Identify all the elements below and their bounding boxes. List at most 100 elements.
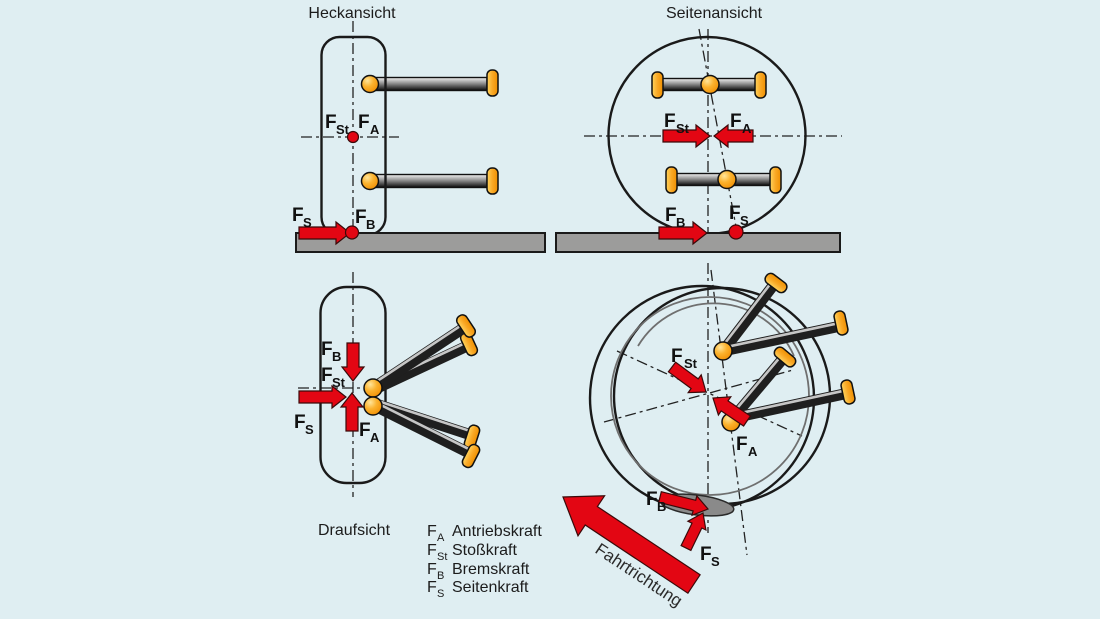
force-arrow-fb-persp [657,490,710,517]
side-lower-ball-joint [717,169,737,190]
force-arrow-fa-persp [712,396,752,427]
force-label-fa-persp: F [736,434,748,455]
force-label-fa-persp-sub: A [748,444,758,459]
force-label-fa-top: F [359,420,371,441]
force-label-fst-side-sub: St [676,121,690,136]
legend-row-antriebskraft: F A Antriebskraft [427,523,542,544]
top-view: F B F St F S F A [294,272,481,497]
force-label-fb-rear-sub: B [366,217,375,232]
side-view: Seitenansicht F St F A F B F S [555,5,842,253]
force-label-fs-persp: F [700,544,712,565]
legend-row-stosskraft: F St Stoßkraft [427,542,517,563]
force-arrow-fs-persp [680,512,707,552]
force-label-fa-rear-sub: A [370,122,380,137]
force-label-fst-side: F [664,111,676,132]
rear-lower-arm-cap [486,167,499,195]
legend-force-symbol: F [427,542,437,559]
force-arrow-fa-top [339,392,365,432]
top-lower-arm-2 [370,400,470,457]
force-label-fb-top: F [321,339,333,360]
force-arrow-fs-rear [298,220,351,246]
legend-force-name: Bremskraft [452,561,530,578]
persp-arm-1-cap [764,272,788,294]
side-upper-arm-cap-left [651,71,664,99]
rear-contact-dot [344,225,360,240]
force-label-fb-top-sub: B [332,349,341,364]
force-label-fst-persp: F [671,346,683,367]
force-label-fa-top-sub: A [370,430,380,445]
legend-force-sub: S [437,588,444,600]
persp-arm-2 [721,321,838,357]
side-upper-arm-cap-right [754,71,767,99]
rear-upper-control-arm [369,76,488,92]
persp-kingpin-axis [710,269,748,556]
top-upper-arm-1 [369,324,466,393]
rear-view: Heckansicht F St F A F S F B [292,5,546,253]
top-upper-arm-1-highlight [370,325,461,387]
rear-ground [295,232,546,253]
force-label-fs-side: F [729,203,741,224]
force-label-fa-side: F [730,111,742,132]
rear-view-title: Heckansicht [308,5,396,22]
side-upper-ball-joint [700,74,720,95]
rear-lower-ball-joint [360,171,380,191]
rear-lower-control-arm [369,173,488,189]
top-lower-arm-2-cap [461,443,481,469]
force-label-fst-top-sub: St [332,375,346,390]
top-upper-arm-1-cap [455,314,477,338]
force-label-fa-rear: F [358,112,370,133]
force-label-fs-rear-sub: S [303,215,312,230]
rear-upper-arm-cap [486,69,499,97]
legend: Draufsicht F A Antriebskraft F St Stoßkr… [318,522,542,600]
force-label-fa-side-sub: A [742,121,752,136]
legend-force-sub: St [437,551,447,563]
side-lower-arm-cap-left [665,166,678,194]
legend-force-name: Antriebskraft [452,523,542,540]
force-arrow-fst-side [662,123,711,149]
force-label-fs-top-sub: S [305,422,314,437]
top-view-title: Draufsicht [318,522,391,539]
top-lower-arm-1-highlight [373,398,470,432]
force-label-fs-side-sub: S [740,213,749,228]
persp-arm-2-highlight [722,322,836,350]
force-arrow-fb-side [658,220,708,246]
side-kingpin-axis [698,28,738,233]
top-lower-ball-joint [363,396,383,416]
persp-arm-3 [728,357,786,422]
legend-force-symbol: F [427,523,437,540]
force-arrow-fb-top [340,342,366,382]
persp-diagonal-1 [616,350,803,437]
force-label-fs-rear: F [292,205,304,226]
side-view-title: Seitenansicht [666,5,763,22]
force-arrow-fs-top [298,384,347,410]
force-label-fb-rear: F [355,207,367,228]
legend-row-seitenkraft: F S Seitenkraft [427,579,529,600]
force-label-fs-top: F [294,412,306,433]
persp-arm-2-cap [833,310,849,336]
side-contact-dot [728,224,744,240]
force-arrow-fa-side [713,123,754,149]
legend-row-bremskraft: F B Bremskraft [427,561,530,582]
force-label-fb-side-sub: B [676,215,685,230]
force-label-fb-persp-sub: B [657,499,666,514]
force-arrow-fst-persp [667,361,707,394]
force-label-fb-side: F [665,205,677,226]
persp-arm-4-highlight [732,389,844,417]
force-label-fst-top: F [321,365,333,386]
persp-arm-1 [718,283,777,355]
persp-arm-4-cap [840,379,856,405]
legend-force-symbol: F [427,561,437,578]
top-upper-ball-joint [363,378,383,398]
perspective-view: F St F A F B F S Fahrtrichtung [562,263,856,611]
force-label-fst-rear: F [325,112,337,133]
legend-force-sub: A [437,532,445,544]
top-lower-arm-2-highlight [374,400,470,451]
legend-force-sub: B [437,570,444,582]
side-lower-arm-cap-right [769,166,782,194]
direction-arrow [562,495,701,595]
persp-arm-3-cap [773,346,797,368]
persp-arm-1-highlight [719,284,771,350]
legend-force-symbol: F [427,579,437,596]
